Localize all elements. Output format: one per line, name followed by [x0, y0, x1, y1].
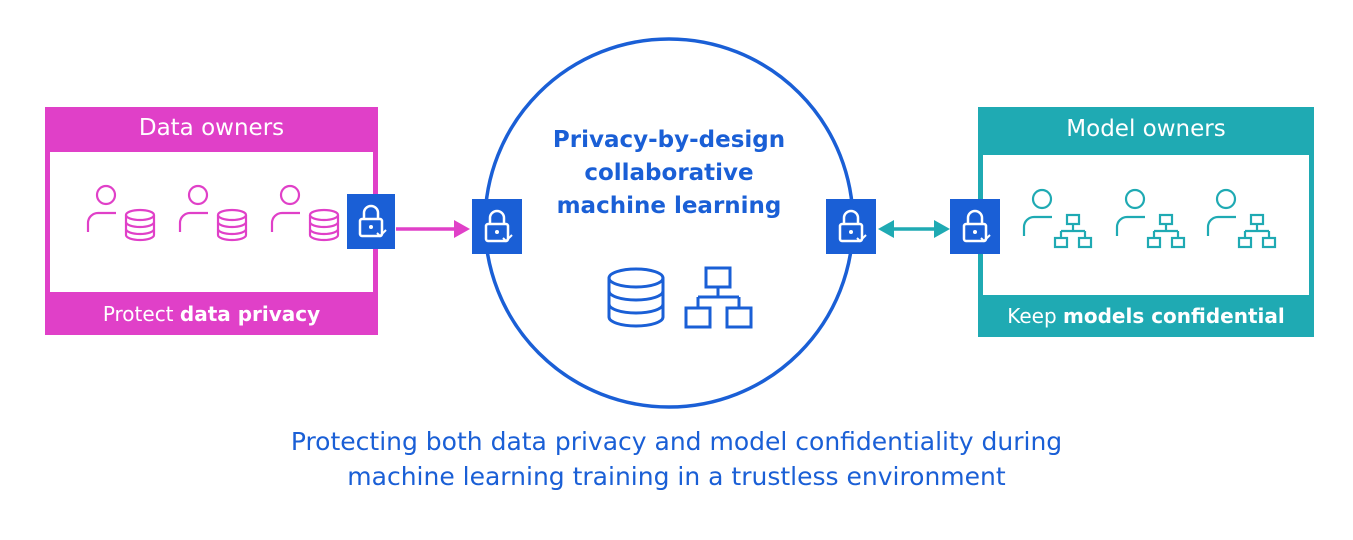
center-title-line1: Privacy-by-design: [552, 127, 786, 153]
data-owners-title: Data owners: [138, 115, 285, 141]
data-owners-footer-prefix: Protect: [102, 302, 180, 326]
center-title-line2: collaborative: [584, 160, 754, 186]
user-network-icon: [1022, 188, 1093, 249]
arrow-bidirectional: [878, 220, 950, 238]
lock-icon: [347, 194, 395, 249]
data-owners-footer: Protect data privacy: [45, 292, 378, 336]
caption-line1: Protecting both data privacy and model c…: [290, 427, 1063, 456]
arrow-right: [396, 220, 470, 238]
user-network-icon: [1115, 188, 1186, 249]
user-database-icon: [86, 184, 156, 242]
data-owners-panel-body: [50, 152, 373, 292]
model-owners-footer-prefix: Keep: [1007, 304, 1064, 328]
center-title-line3: machine learning: [556, 193, 782, 219]
model-owners-footer-bold: models confidential: [1063, 304, 1285, 328]
data-owners-footer-bold: data privacy: [179, 302, 321, 326]
lock-icon: [472, 199, 522, 254]
user-database-icon: [178, 184, 248, 242]
caption-line2: machine learning training in a trustless…: [347, 462, 1006, 491]
model-owners-title: Model owners: [1066, 116, 1226, 142]
diagram-caption: Protecting both data privacy and model c…: [150, 424, 1203, 494]
center-title: Privacy-by-design collaborative machine …: [519, 124, 819, 223]
model-owners-footer: Keep models confidential: [978, 294, 1314, 338]
lock-icon: [826, 199, 876, 254]
user-database-icon: [270, 184, 340, 242]
lock-icon: [950, 199, 1000, 254]
user-network-icon: [1206, 188, 1277, 249]
center-circle: [483, 37, 855, 409]
database-icon: [607, 267, 665, 328]
network-icon: [684, 266, 753, 329]
